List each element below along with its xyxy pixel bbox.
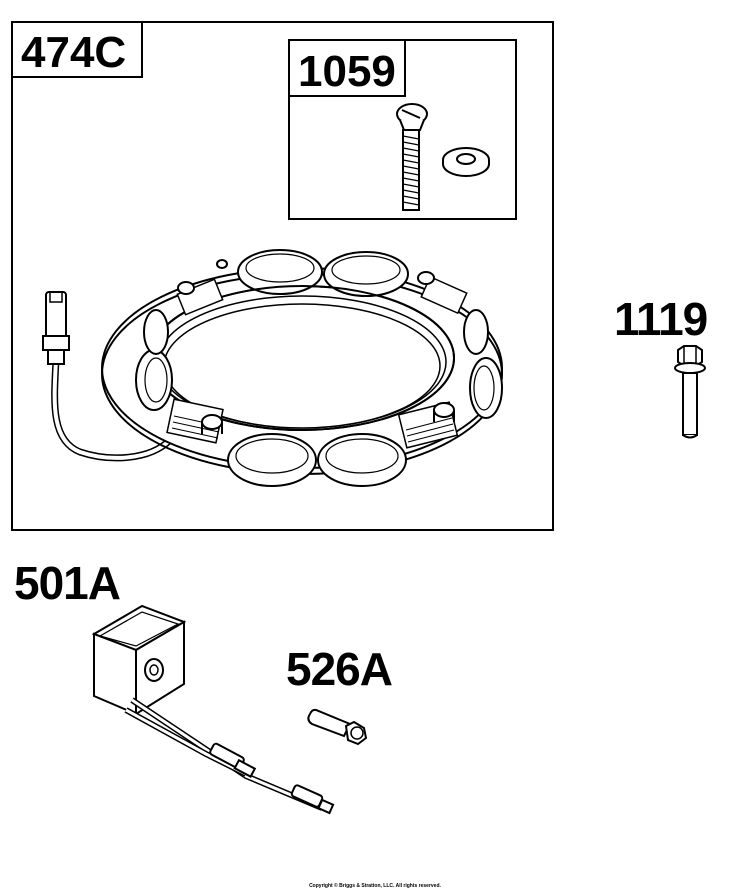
washer-icon: [442, 147, 490, 177]
ignition-module-icon: [91, 604, 335, 815]
stator-ring-icon: [42, 249, 503, 487]
module-screw-icon: [307, 708, 368, 746]
screw-icon: [396, 103, 428, 211]
module-part-number: 501A: [14, 557, 121, 609]
copyright-notice: Copyright © Briggs & Stratton, LLC. All …: [309, 883, 441, 889]
bolt-part-number: 1119: [614, 293, 708, 345]
screw-kit-part-number: 1059: [288, 39, 406, 97]
module-screw-part-number: 526A: [286, 643, 393, 695]
stator-part-number: 474C: [11, 21, 143, 78]
flange-bolt-icon: [674, 345, 706, 439]
stator-group-frame: [11, 21, 554, 531]
